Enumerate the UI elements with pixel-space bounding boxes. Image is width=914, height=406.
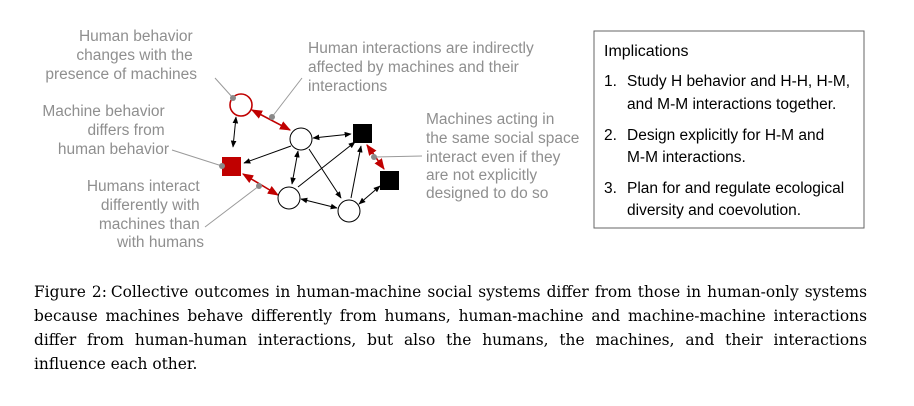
pointer-dot (230, 95, 236, 101)
edge-h3-b1 (297, 141, 356, 188)
implication-number: 2. (604, 127, 617, 144)
human-node (277, 186, 301, 210)
edge-h2-m1 (243, 145, 292, 164)
leader-line-machine-behavior (171, 149, 223, 167)
implication-number: 1. (604, 73, 617, 90)
network-diagram: Human behavior changes with the presence… (42, 28, 865, 251)
annotation-machine-behavior: Machine behavior differs from human beha… (42, 103, 169, 158)
annotation-humans-interact: Humans interact differently with machine… (87, 178, 204, 251)
edge-h2-b1 (312, 131, 352, 141)
edge-h4-b1 (350, 145, 363, 199)
implications-title: Implications (604, 43, 688, 60)
edge-h1-m1 (230, 116, 239, 148)
machine-node-highlighted (222, 157, 241, 176)
pointer-dot (256, 183, 262, 189)
pointer-dot (371, 154, 377, 160)
leader-line-machines-acting (373, 155, 423, 158)
machine-node (380, 171, 399, 190)
pointer-dot (269, 114, 275, 120)
edge-h2-h4 (308, 148, 342, 199)
leader-line-indirect (271, 77, 303, 118)
edge-h2-h3 (290, 150, 300, 185)
implication-item: Design explicitly for H-M and M-M intera… (627, 127, 829, 166)
edge-red-h1-h2 (251, 109, 291, 131)
implication-number: 3. (604, 180, 617, 197)
implications-box (593, 30, 865, 229)
leader-line-humans-interact (204, 185, 260, 228)
human-node (337, 199, 361, 223)
edge-h3-h4 (300, 197, 338, 210)
annotation-human-behavior: Human behavior changes with the presence… (45, 28, 197, 83)
human-node (289, 127, 313, 151)
figure-caption: Figure 2:Collective outcomes in human-ma… (34, 280, 867, 376)
implication-item: Plan for and regulate ecological diversi… (627, 180, 848, 219)
caption-text: Collective outcomes in human-machine soc… (34, 283, 868, 373)
pointer-dot (219, 163, 225, 169)
machine-node (353, 124, 372, 143)
leader-line-human-behavior (214, 77, 234, 99)
implication-item: Study H behavior and H-H, H-M, and M-M i… (627, 73, 854, 113)
edge-h4-b2 (358, 185, 381, 205)
annotation-indirect-effects: Human interactions are indirectly affect… (308, 40, 538, 95)
annotation-machines-acting: Machines acting in the same social space… (426, 111, 584, 202)
figure-label: Figure 2: (34, 283, 107, 301)
